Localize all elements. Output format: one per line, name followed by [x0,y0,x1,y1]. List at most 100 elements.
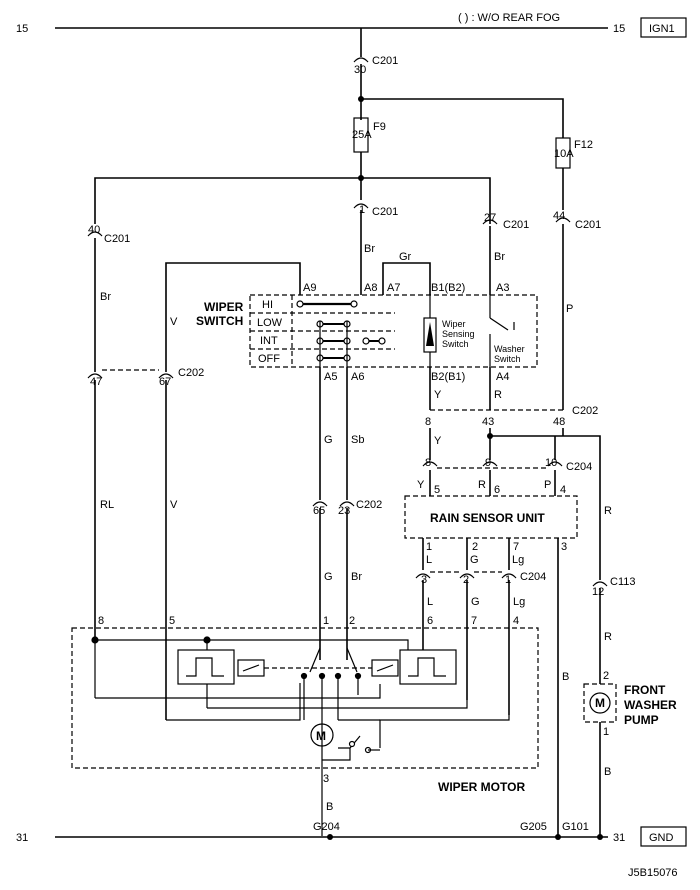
c113-label: C113 [610,576,635,588]
wiper-motor-label: WIPER MOTOR [438,780,525,794]
washer-pump-motor-icon [589,692,611,714]
switch-pin-a9: A9 [303,282,316,294]
c202-pin-65: 65 [313,505,325,517]
connector-c202-left: 47 67 C202 RL V [87,367,204,720]
connector-c113 [592,581,608,587]
switch-pin-a6: A6 [351,371,364,383]
motor-pin-1: 1 [323,615,329,627]
wire-rl: RL [100,499,114,511]
wiper-motor-symbol: M [316,729,326,743]
connector-c204-top: 8 9 10 C204 Y R P 5 6 4 [417,457,592,496]
wire-p: P [566,303,573,315]
wire-lg-m4: Lg [513,596,525,608]
connector-c201-1 [353,203,369,209]
motor-pin-3: 3 [323,773,329,785]
switch-pin-a7: A7 [387,282,400,294]
rain-sensor-box [404,495,578,539]
c201-1-pin: 1 [359,204,365,216]
connector-c201-44 [555,217,571,223]
c201-30-label: C201 [372,55,398,67]
switch-pos-int: INT [260,335,278,347]
c204-top-label: C204 [566,461,592,473]
motor-pin-6: 6 [427,615,433,627]
rear-fog-note: ( ) : W/O REAR FOG [458,12,560,24]
rain-pin-3: 3 [561,541,567,553]
wire-l-r1: L [426,554,432,566]
c202-pin-47: 47 [90,376,102,388]
wire-l-m6: L [427,596,433,608]
wire-v-mid: V [170,499,178,511]
wire-r-a4: R [494,389,502,401]
wiper-sensing-switch-label-2: Sensing [442,329,475,339]
c202-left-label: C202 [178,367,204,379]
gnd-tag: GND [649,832,674,844]
c204-pin-2: 2 [463,574,469,586]
rain-pin-7: 7 [513,541,519,553]
wire-r-r6: R [478,479,486,491]
ground-rail: 31 31 GND G204 G205 G101 [16,821,687,847]
washer-pump-label-2: WASHER [624,698,677,712]
switch-pin-a8: A8 [364,282,377,294]
wire-br-40: Br [100,291,111,303]
c201-27-label: C201 [503,219,529,231]
gnd-tag-box [640,826,687,847]
fuse-f9: 25A F9 [94,117,491,224]
c201-44-pin: 44 [553,210,565,222]
rain-pin-6: 6 [494,484,500,496]
rail-top-left-label: 15 [16,23,28,35]
wiper-motor-outline [71,627,539,769]
switch-pin-a5: A5 [324,371,337,383]
switch-pin-a3: A3 [496,282,509,294]
c204-pin-10: 10 [545,457,557,469]
wire-p-r4: P [544,479,551,491]
c202-mid-label: C202 [356,499,382,511]
wire-br-1: Br [364,243,375,255]
pump-pin-1: 1 [603,726,609,738]
switch-pin-a4: A4 [496,371,509,383]
washer-pump-box [583,683,617,723]
motor-pin-7: 7 [471,615,477,627]
ground-g204: G204 [313,821,340,833]
wire-y-b2: Y [434,389,442,401]
wiper-switch: WIPER SWITCH HI LOW INT OFF A9 A8 A7 [196,251,538,383]
main-feed: 30 C201 [353,28,564,138]
ground-g101: G101 [562,821,589,833]
wire-b-motor: B [326,801,333,813]
rain-sensor-unit: RAIN SENSOR UNIT 1 2 7 3 L G Lg B [404,495,578,837]
rain-pin-2: 2 [472,541,478,553]
c202-pin-67: 67 [159,376,171,388]
wiper-motor-icon [310,723,334,747]
c202-pin-43: 43 [482,416,494,428]
ground-g205: G205 [520,821,547,833]
wire-r-right: R [604,505,612,517]
connector-c201-40 [87,231,103,237]
connector-c201-30 [353,57,369,63]
wire-y-r5: Y [417,479,425,491]
rain-sensor-label: RAIN SENSOR UNIT [430,511,545,525]
wiper-switch-label-2: SWITCH [196,314,243,328]
wire-g-a5: G [324,434,333,446]
c204-bottom-label: C204 [520,571,546,583]
ign1-tag-box [640,17,687,38]
wire-v-loop [165,262,301,372]
wire-sb-a6: Sb [351,434,364,446]
wiper-switch-label-1: WIPER [204,300,244,314]
wire-br-27: Br [494,251,505,263]
motor-pin-8: 8 [98,615,104,627]
wire-y-8: Y [434,435,442,447]
fuse-f9-name: F9 [373,121,386,133]
rain-pin-4: 4 [560,484,566,496]
c204-pin-1: 1 [505,574,511,586]
wiper-sensing-switch-label-1: Wiper [442,319,466,329]
rail-top-right-label: 15 [613,23,625,35]
wiper-motor: WIPER MOTOR 8 5 1 2 6 7 4 3 [71,615,539,836]
motor-pin-5: 5 [169,615,175,627]
wire-g-r2: G [470,554,479,566]
c202-pin-8: 8 [425,416,431,428]
rain-pin-1: 1 [426,541,432,553]
c201-44-label: C201 [575,219,601,231]
ground-splice-dot [327,834,333,840]
washer-pump-label-1: FRONT [624,683,666,697]
ign1-tag: IGN1 [649,23,675,35]
